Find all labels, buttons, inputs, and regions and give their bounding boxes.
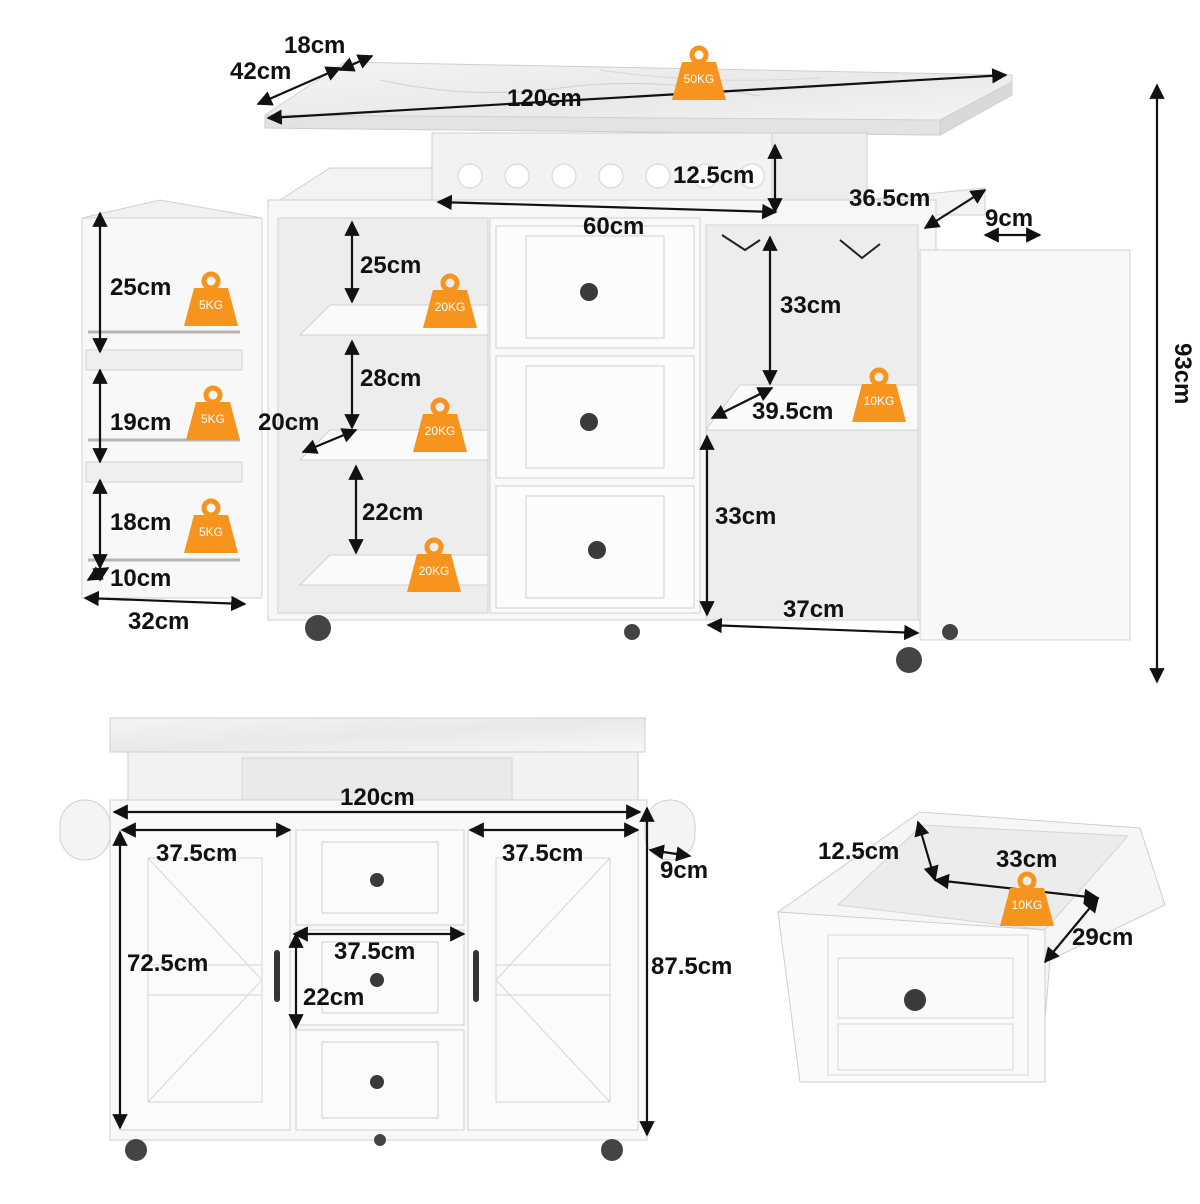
weight-badge-shelf3: 20KG xyxy=(403,536,465,594)
weight-label: 5KG xyxy=(200,412,225,426)
weight-label: 20KG xyxy=(418,564,450,578)
weight-label: 10KG xyxy=(863,394,895,408)
weight-icon xyxy=(423,273,477,328)
weight-label: 5KG xyxy=(198,525,223,539)
shelf2-height-label: 28cm xyxy=(360,365,422,392)
drawer-height-label: 12.5cm xyxy=(818,838,900,865)
weight-badge-shelf1: 20KG xyxy=(419,272,481,330)
weight-icon xyxy=(413,397,467,452)
front-door-height-label: 72.5cm xyxy=(127,950,209,977)
door-rack-depth-label: 10cm xyxy=(110,565,172,592)
drawer-depth-label: 29cm xyxy=(1072,924,1134,951)
door-rack1-height-label: 25cm xyxy=(110,274,172,301)
weight-label: 20KG xyxy=(434,300,466,314)
weight-icon xyxy=(852,367,906,422)
front-drawer-height-label: 22cm xyxy=(303,984,365,1011)
weight-badge-rack3: 5KG xyxy=(180,497,242,555)
top-depth-label: 42cm xyxy=(230,58,292,85)
front-right-door-width-label: 37.5cm xyxy=(502,840,584,867)
front-drawer-width-label: 37.5cm xyxy=(334,938,416,965)
weight-label: 10KG xyxy=(1011,898,1043,912)
front-bar-label: 9cm xyxy=(660,857,709,884)
front-total-width-label: 120cm xyxy=(340,784,415,811)
right-shelf-width-label: 39.5cm xyxy=(752,398,834,425)
weight-badge-drawer: 10KG xyxy=(996,870,1058,928)
front-total-height-label: 87.5cm xyxy=(651,953,733,980)
right-shelf-depth-label: 36.5cm xyxy=(849,185,931,212)
weight-icon xyxy=(184,271,238,326)
right-upper-height-label: 33cm xyxy=(780,292,842,319)
door-rack2-height-label: 19cm xyxy=(110,409,172,436)
shelf-depth-label: 20cm xyxy=(258,409,320,436)
wine-rack-height-label: 12.5cm xyxy=(673,162,755,189)
drawer-width-label: 33cm xyxy=(996,846,1058,873)
front-left-door-width-label: 37.5cm xyxy=(156,840,238,867)
towel-bar-label: 9cm xyxy=(985,205,1034,232)
weight-label: 20KG xyxy=(424,424,456,438)
weight-badge-rack1: 5KG xyxy=(180,270,242,328)
right-door xyxy=(919,249,1131,641)
door-rack3-height-label: 18cm xyxy=(110,509,172,536)
door-width-label: 32cm xyxy=(128,608,190,635)
shelf1-height-label: 25cm xyxy=(360,252,422,279)
total-height-label: 93cm xyxy=(1169,343,1196,405)
weight-icon xyxy=(1000,871,1054,926)
weight-badge-rack2: 5KG xyxy=(182,384,244,442)
weight-badge-top: 50KG xyxy=(668,44,730,102)
top-depth-extension-label: 18cm xyxy=(284,32,346,59)
weight-icon xyxy=(184,498,238,553)
open-cabinet-illustration xyxy=(81,61,1131,673)
right-width-label: 37cm xyxy=(783,596,845,623)
weight-badge-right-shelf: 10KG xyxy=(848,366,910,424)
weight-label: 50KG xyxy=(683,72,715,86)
weight-label: 5KG xyxy=(198,298,223,312)
shelf3-height-label: 22cm xyxy=(362,499,424,526)
weight-icon xyxy=(672,45,726,100)
dimension-lines xyxy=(83,54,1165,1137)
top-width-label: 120cm xyxy=(507,85,582,112)
weight-badge-shelf2: 20KG xyxy=(409,396,471,454)
right-lower-height-label: 33cm xyxy=(715,503,777,530)
weight-icon xyxy=(407,537,461,592)
wine-rack-width-label: 60cm xyxy=(583,213,645,240)
weight-icon xyxy=(186,385,240,440)
